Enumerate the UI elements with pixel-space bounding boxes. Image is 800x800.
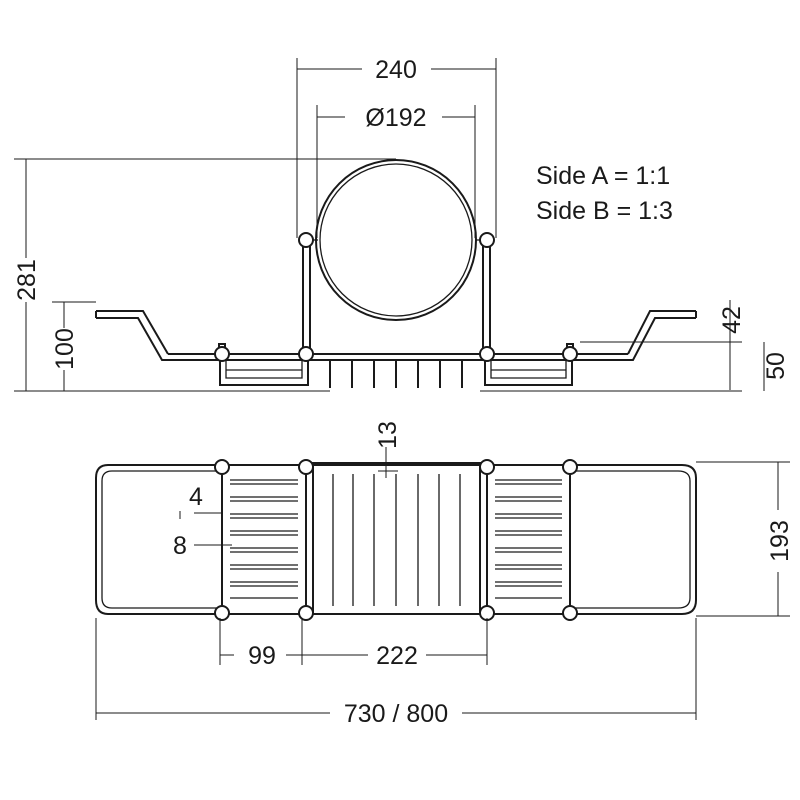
dim-center-section: 222 <box>376 642 418 670</box>
center-tines <box>329 360 463 388</box>
mirror-outer-ring <box>315 159 477 321</box>
center-tray <box>312 462 481 615</box>
side-knob <box>479 232 495 248</box>
top-knob <box>479 605 495 621</box>
dim-arm-height: 100 <box>51 328 79 370</box>
top-knob <box>214 459 230 475</box>
right-arm <box>627 310 696 355</box>
dim-slot-gap: 4 <box>189 483 203 511</box>
top-knob <box>562 605 578 621</box>
left-slats <box>221 465 307 614</box>
dim-wire-spacing: 13 <box>374 421 402 449</box>
right-side-basket <box>484 360 573 386</box>
top-knob <box>298 459 314 475</box>
dim-end-rise: 42 <box>718 306 746 334</box>
side-knob <box>479 346 495 362</box>
center-tray-bars <box>332 474 461 606</box>
left-end-loop <box>95 464 222 615</box>
side-a-note: Side A = 1:1 <box>536 162 670 190</box>
top-knob <box>298 605 314 621</box>
side-knob <box>214 346 230 362</box>
top-knob <box>562 459 578 475</box>
right-end-loop <box>570 464 697 615</box>
side-knob <box>298 346 314 362</box>
right-slats <box>486 465 571 614</box>
dim-mirror-frame-width: 240 <box>375 56 417 84</box>
dim-slot-width: 8 <box>173 532 187 560</box>
side-view <box>95 159 697 388</box>
left-arm <box>96 310 169 355</box>
side-b-note: Side B = 1:3 <box>536 197 673 225</box>
dim-tray-depth: 50 <box>762 352 790 380</box>
top-knob <box>479 459 495 475</box>
left-side-basket <box>219 360 309 386</box>
side-knob <box>298 232 314 248</box>
side-knob <box>562 346 578 362</box>
dim-mirror-diameter: Ø192 <box>365 104 426 132</box>
dimension-lines <box>14 58 790 720</box>
mirror-inner-ring <box>319 163 473 317</box>
dim-overall-length: 730 / 800 <box>344 700 448 728</box>
dim-tray-width: 193 <box>766 520 794 562</box>
dim-side-section: 99 <box>248 642 276 670</box>
dim-overall-height: 281 <box>13 259 41 301</box>
top-view <box>95 459 697 621</box>
top-knob <box>214 605 230 621</box>
